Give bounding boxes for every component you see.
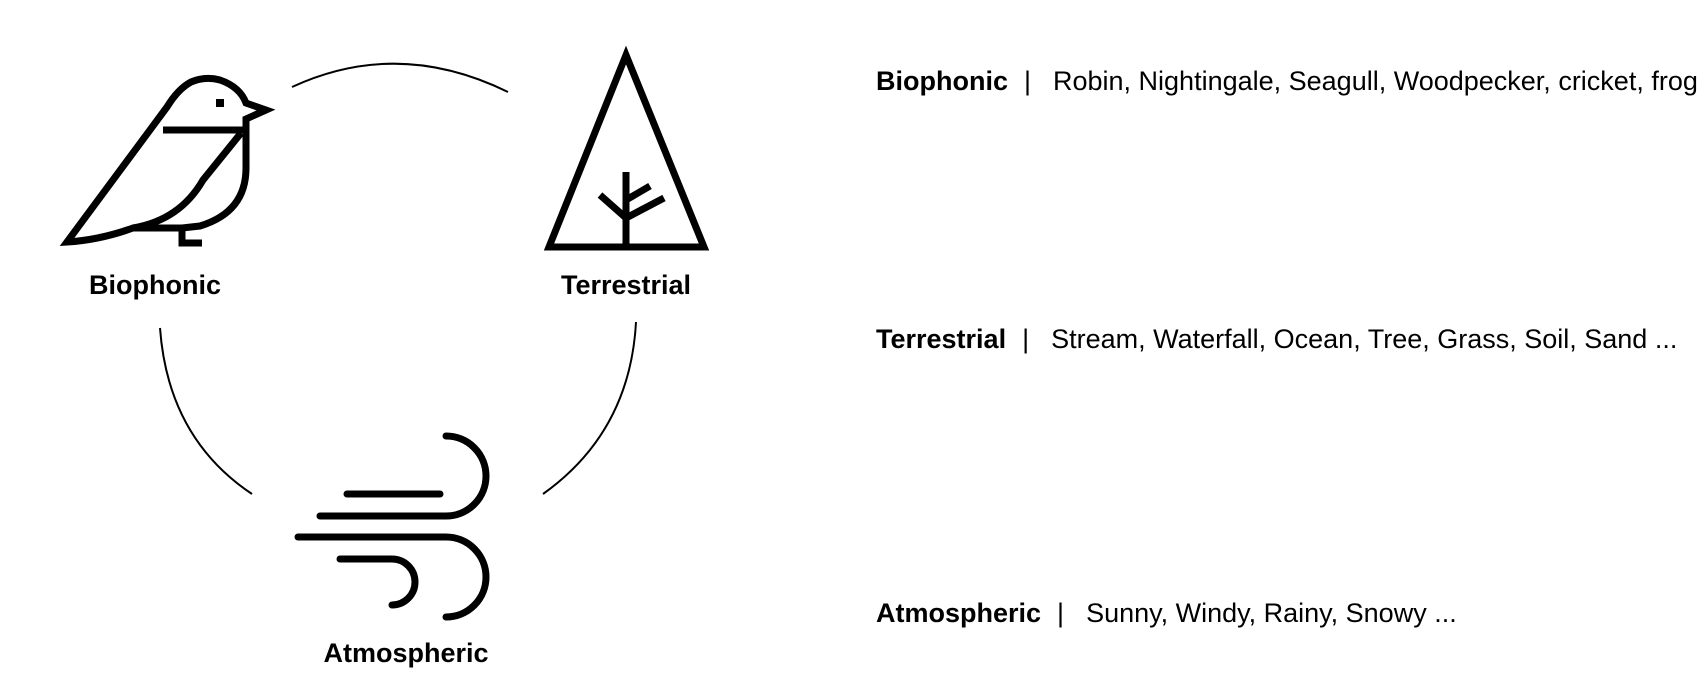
legend-entry-atmospheric: Atmospheric | Sunny, Windy, Rainy, Snowy… bbox=[876, 598, 1457, 629]
legend-separator: | bbox=[1057, 598, 1065, 628]
node-label-atmospheric: Atmospheric bbox=[323, 638, 488, 668]
bird-icon bbox=[59, 74, 276, 247]
legend-term: Terrestrial bbox=[876, 324, 1007, 354]
soundscape-cycle-diagram: Biophonic Terrestrial Atmospheric bbox=[59, 45, 710, 668]
legend-term: Biophonic bbox=[876, 66, 1008, 96]
connector-arcs bbox=[159, 62, 637, 495]
legend-examples: Robin, Nightingale, Seagull, Woodpecker,… bbox=[1053, 66, 1699, 96]
legend-entry-biophonic: Biophonic | Robin, Nightingale, Seagull,… bbox=[876, 66, 1699, 97]
arc-biophonic-atmospheric bbox=[159, 327, 253, 495]
arc-biophonic-terrestrial bbox=[291, 62, 509, 93]
legend-term: Atmospheric bbox=[876, 598, 1042, 628]
node-label-terrestrial: Terrestrial bbox=[561, 270, 691, 300]
node-label-biophonic: Biophonic bbox=[89, 270, 221, 300]
legend-entry-terrestrial: Terrestrial | Stream, Waterfall, Ocean, … bbox=[876, 324, 1677, 355]
arc-terrestrial-atmospheric bbox=[542, 321, 637, 495]
legend-separator: | bbox=[1023, 66, 1031, 96]
bird-eye-icon bbox=[216, 99, 224, 107]
wind-icon bbox=[294, 432, 490, 621]
legend-examples: Stream, Waterfall, Ocean, Tree, Grass, S… bbox=[1051, 324, 1678, 354]
legend-examples: Sunny, Windy, Rainy, Snowy ... bbox=[1086, 598, 1457, 628]
legend-separator: | bbox=[1022, 324, 1030, 354]
tree-icon bbox=[543, 45, 710, 251]
